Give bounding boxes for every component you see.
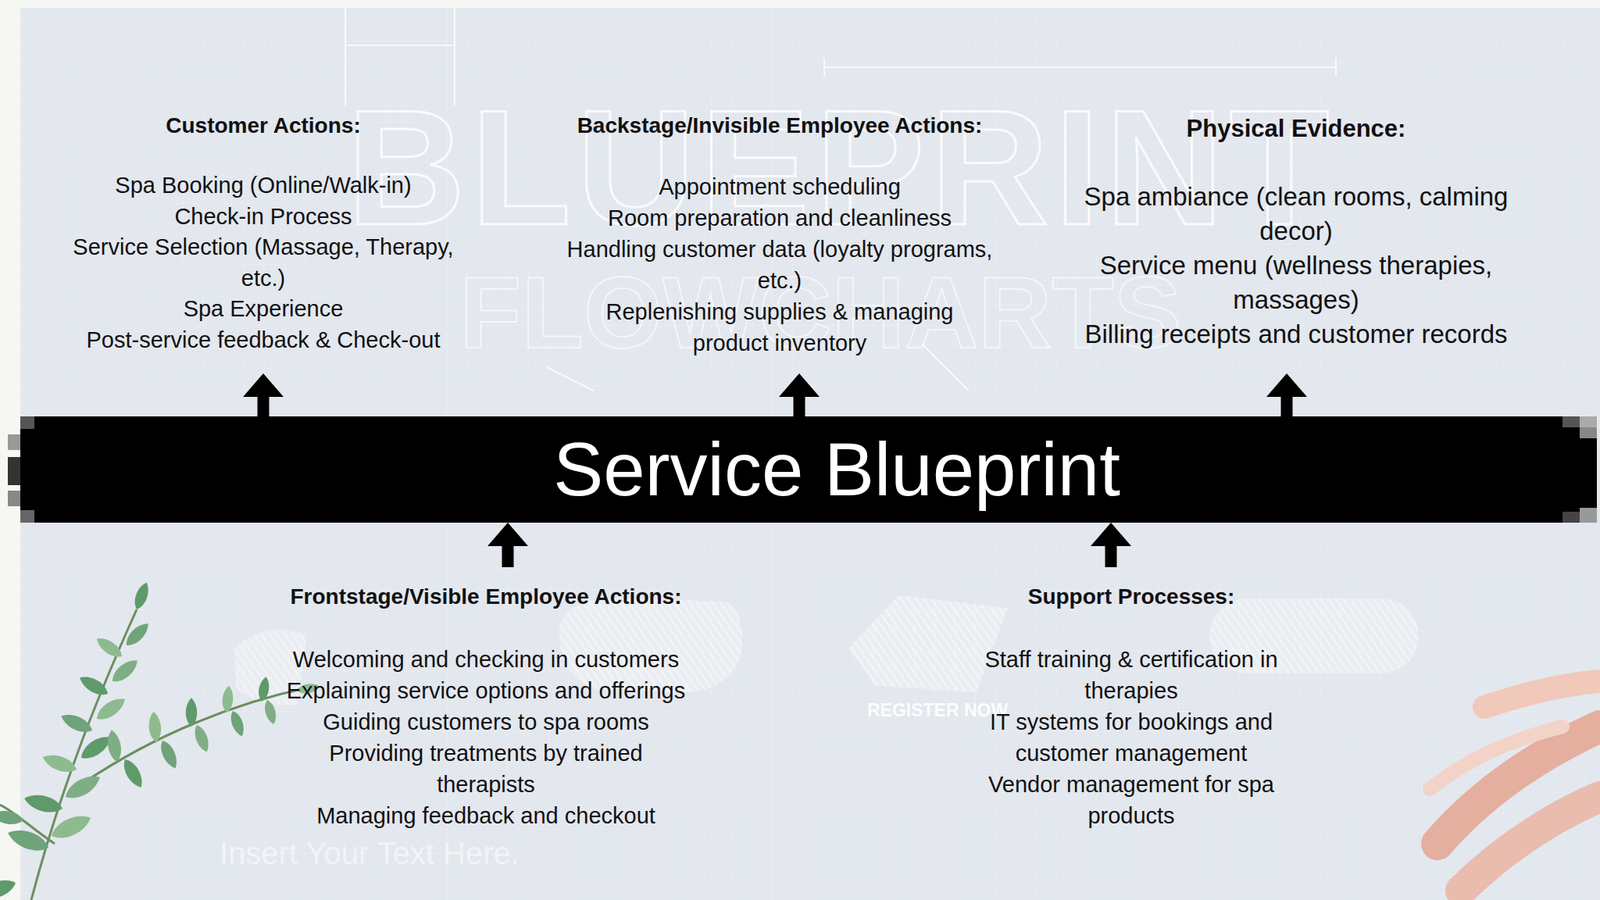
pixel-block	[1579, 507, 1597, 523]
list-item: Check-in Process	[64, 201, 463, 233]
leaf	[93, 633, 126, 661]
leaf	[22, 790, 65, 816]
leaf	[61, 770, 104, 804]
leaf	[157, 738, 181, 772]
group-heading: Customer Actions:	[64, 112, 463, 140]
leaf	[92, 693, 129, 725]
list-item: IT systems for bookings and customer man…	[959, 706, 1304, 769]
leaf	[108, 655, 142, 686]
leaf	[257, 675, 272, 703]
pixel-block	[1562, 416, 1580, 428]
leaf	[262, 698, 279, 725]
leaf	[131, 580, 152, 612]
leaf	[105, 728, 124, 764]
group-heading: Support Processes:	[959, 583, 1304, 611]
flow-arrow	[1105, 546, 1118, 568]
list-item: Service Selection (Massage, Therapy, etc…	[64, 232, 463, 294]
pixel-block	[7, 434, 21, 450]
pixel-block	[20, 510, 35, 523]
leaf	[58, 710, 96, 737]
leaf	[4, 825, 51, 856]
list-item: Vendor management for spa products	[959, 768, 1304, 832]
leaf	[221, 685, 234, 714]
list-item: Providing treatments by trained therapis…	[302, 737, 670, 800]
list-item: Spa ambiance (clean rooms, calming decor…	[1069, 179, 1523, 249]
group-heading: Physical Evidence:	[1069, 114, 1523, 144]
list-item: Spa Booking (Online/Walk-in)	[64, 170, 463, 202]
group-heading: Backstage/Invisible Employee Actions:	[549, 112, 1011, 140]
blueprint-grid	[20, 7, 1600, 900]
band-title: Service Blueprint	[553, 426, 1121, 513]
customer-actions-group: Customer Actions: Spa Booking (Online/Wal…	[64, 112, 463, 374]
leaf	[0, 875, 18, 900]
leaf	[228, 709, 247, 739]
list-item: Replenishing supplies & managing product…	[584, 296, 975, 359]
group-heading: Frontstage/Visible Employee Actions:	[275, 583, 697, 611]
frontstage-actions-group: Frontstage/Visible Employee Actions: Welc…	[275, 567, 697, 833]
flow-arrow	[502, 546, 515, 568]
list-item: Spa Experience	[64, 293, 463, 325]
leaf	[40, 750, 79, 777]
list-item: Post-service feedback & Check-out	[64, 325, 463, 357]
leaf	[47, 810, 94, 844]
placeholder-text: Insert Your Text Here.	[219, 837, 520, 869]
pixel-block	[20, 416, 35, 429]
list-item: Guiding customers to spa rooms	[275, 706, 697, 738]
pink-brush-strokes	[1429, 681, 1600, 891]
list-item: Handling customer data (loyalty programs…	[549, 233, 1011, 297]
service-blueprint-band: Service Blueprint	[20, 416, 1597, 523]
brush-stroke	[1460, 796, 1600, 891]
list-item: Appointment scheduling	[549, 171, 1011, 203]
leaf	[76, 671, 111, 700]
flow-arrow	[793, 396, 806, 417]
leaf	[191, 723, 212, 755]
support-processes-group: Support Processes: Staff training & certi…	[959, 567, 1304, 802]
chalk-scribble	[848, 595, 1008, 693]
edge-group	[263, 396, 1287, 568]
pixel-block	[7, 457, 21, 486]
flow-arrow	[1281, 396, 1293, 417]
leaf	[122, 619, 153, 650]
list-item: Room preparation and cleanliness	[549, 202, 1011, 234]
pixel-block	[7, 490, 21, 507]
backstage-actions-group: Backstage/Invisible Employee Actions: App…	[549, 112, 1011, 374]
leaf	[147, 710, 163, 743]
band-pixel-edges	[7, 416, 1597, 523]
register-button-text: REGISTER NOW	[867, 701, 1008, 720]
physical-evidence-group: Physical Evidence: Spa ambiance (clean ro…	[1069, 114, 1523, 374]
flow-arrow	[257, 396, 270, 417]
leaf	[0, 808, 25, 827]
slide-background	[20, 7, 1600, 900]
list-item: Explaining service options and offerings	[275, 675, 697, 707]
chalk-scribble	[848, 595, 1008, 693]
brush-stroke	[1484, 681, 1600, 708]
list-item: Service menu (wellness therapies, massag…	[1069, 248, 1523, 318]
leaf	[119, 756, 147, 791]
list-item: Staff training & certification in therap…	[959, 643, 1304, 707]
list-item: Welcoming and checking in customers	[275, 643, 697, 675]
list-item: Billing receipts and customer records	[1069, 317, 1523, 352]
pixel-block	[1562, 511, 1580, 523]
leaf	[185, 697, 197, 727]
list-item: Managing feedback and checkout	[275, 800, 697, 832]
brush-stroke	[1429, 726, 1563, 790]
pixel-block	[1579, 416, 1597, 428]
pixel-block	[1579, 427, 1597, 439]
